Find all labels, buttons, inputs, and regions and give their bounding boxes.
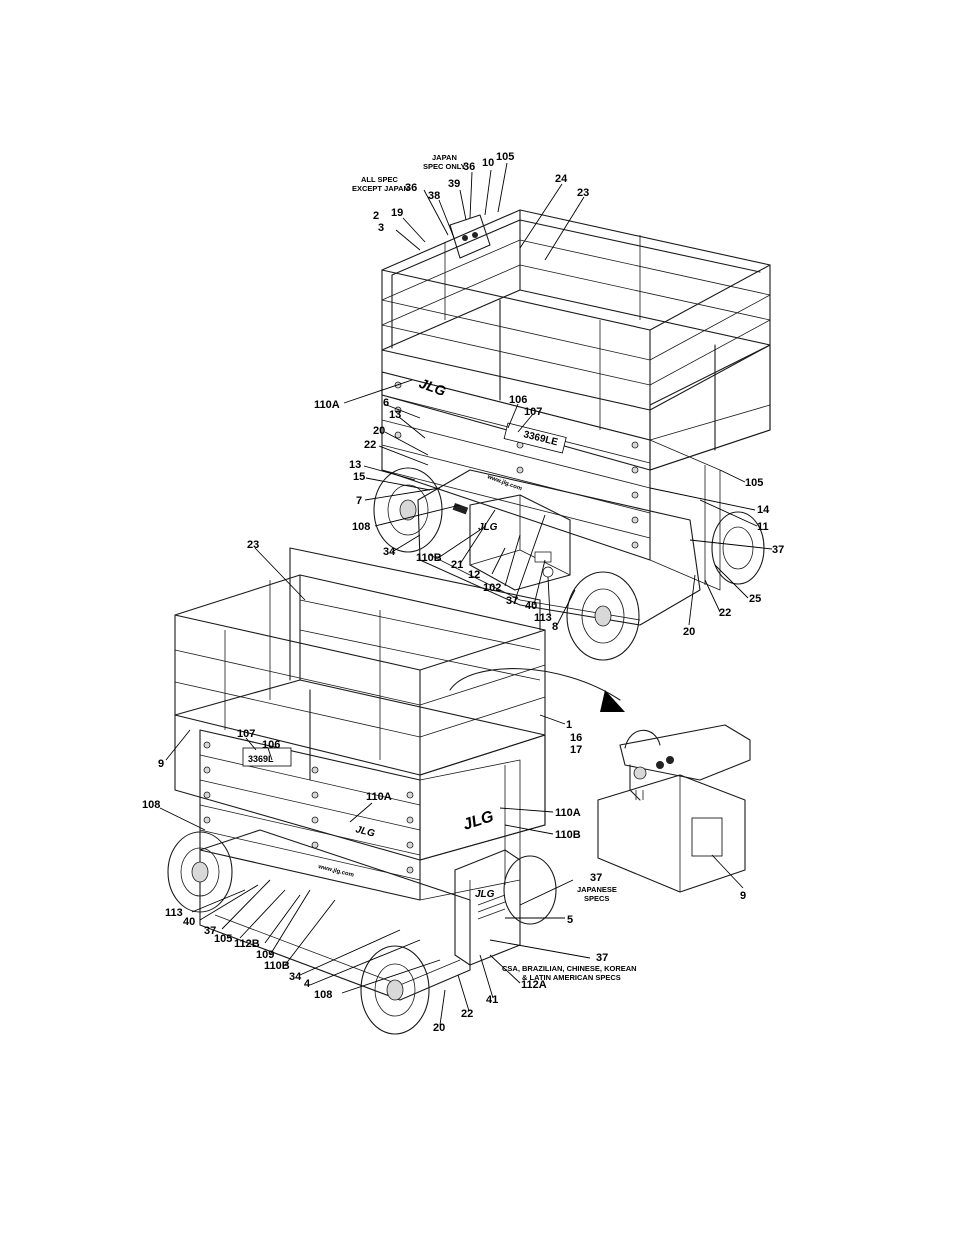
callout: 6 xyxy=(383,397,389,409)
callout: 40 xyxy=(525,600,537,612)
callout: 105 xyxy=(496,151,514,163)
callout: 37 xyxy=(590,872,602,884)
note-regional-specs-line2: & LATIN AMERICAN SPECS xyxy=(522,973,621,982)
callout: 13 xyxy=(389,409,401,421)
callout: 108 xyxy=(352,521,370,533)
web-decal-bottom: www.jlg.com xyxy=(317,864,355,879)
callout: 41 xyxy=(486,994,498,1006)
jlg-decal-top: JLG xyxy=(417,375,448,399)
callout: 108 xyxy=(314,989,332,1001)
callout: 106 xyxy=(262,739,280,751)
callout: 36 xyxy=(405,182,417,194)
callout: 2 xyxy=(373,210,379,222)
callout: 39 xyxy=(448,178,460,190)
model-decal-bottom: 3369L xyxy=(248,754,274,764)
callout: 106 xyxy=(509,394,527,406)
callout: 11 xyxy=(757,521,769,533)
callout: 5 xyxy=(567,914,573,926)
note-all-spec-except-japan-line2: EXCEPT JAPAN xyxy=(352,184,409,193)
callout: 34 xyxy=(383,546,396,558)
callout: 4 xyxy=(304,978,311,990)
callout: 102 xyxy=(483,582,501,594)
callout: 107 xyxy=(524,406,542,418)
callout: 110B xyxy=(416,552,442,564)
callout: 12 xyxy=(468,569,480,581)
callout: 9 xyxy=(158,758,164,770)
callout: 21 xyxy=(451,559,463,571)
callout: 20 xyxy=(433,1022,445,1034)
bottom-scissor-lift-illustration: JLG JLG xyxy=(167,547,625,1035)
callout: 13 xyxy=(349,459,361,471)
bottom-leader-lines xyxy=(159,547,744,1026)
callout: 3 xyxy=(378,222,384,234)
callout: 105 xyxy=(214,933,232,945)
callout: 37 xyxy=(772,544,784,556)
note-japanese-specs-line2: SPECS xyxy=(584,894,609,903)
callout: 8 xyxy=(552,621,558,633)
callout: 20 xyxy=(683,626,695,638)
callout: 1 xyxy=(566,719,572,731)
callout: 25 xyxy=(749,593,761,605)
top-leader-lines xyxy=(343,162,773,626)
callout: 37 xyxy=(506,595,518,607)
callout: 19 xyxy=(391,207,403,219)
callout: 113 xyxy=(165,907,183,919)
callout: 110A xyxy=(555,807,581,819)
callout: 109 xyxy=(256,949,274,961)
callout: 38 xyxy=(428,190,440,202)
platform-control-box-inset xyxy=(597,724,751,893)
note-all-spec-except-japan-line1: ALL SPEC xyxy=(361,175,399,184)
callout: 17 xyxy=(570,744,582,756)
callout: 24 xyxy=(555,173,568,185)
callout: 37 xyxy=(596,952,608,964)
callout: 110B xyxy=(555,829,581,841)
callout: 10 xyxy=(482,157,494,169)
callout: 112B xyxy=(234,938,260,950)
jlg-decal-box: JLG xyxy=(478,522,498,533)
callout: 23 xyxy=(577,187,589,199)
callout: 110A xyxy=(366,791,392,803)
web-decal-top: www.jlg.com xyxy=(485,474,522,492)
note-japanese-specs-line1: JAPANESE xyxy=(577,885,617,894)
callout: 108 xyxy=(142,799,160,811)
callout: 20 xyxy=(373,425,385,437)
jlg-decal-scissor: JLG xyxy=(354,824,376,839)
note-japan-spec-only-line1: JAPAN xyxy=(432,153,457,162)
callout: 105 xyxy=(745,477,763,489)
callout: 22 xyxy=(364,439,376,451)
callout: 7 xyxy=(356,495,362,507)
bottom-callouts: 23 1 16 17 107 106 9 110A 108 110A 110B … xyxy=(142,539,746,1034)
callout: 113 xyxy=(534,612,552,624)
callout: 22 xyxy=(461,1008,473,1020)
callout: 110A xyxy=(314,399,340,411)
callout: 37 xyxy=(204,925,216,937)
callout: 36 xyxy=(463,161,475,173)
callout: 16 xyxy=(570,732,582,744)
callout: 40 xyxy=(183,916,195,928)
callout: 15 xyxy=(353,471,365,483)
note-regional-specs-line1: CSA, BRAZILIAN, CHINESE, KOREAN xyxy=(502,964,637,973)
callout: 23 xyxy=(247,539,259,551)
note-japan-spec-only-line2: SPEC ONLY xyxy=(423,162,466,171)
callout: 14 xyxy=(757,504,770,516)
callout: 110B xyxy=(264,960,290,972)
jlg-decal-platform: JLG xyxy=(461,808,496,834)
callout: 112A xyxy=(521,979,547,991)
top-callouts: JAPAN SPEC ONLY ALL SPEC EXCEPT JAPAN 36… xyxy=(314,151,784,638)
callout: 9 xyxy=(740,890,746,902)
callout: 34 xyxy=(289,971,302,983)
jlg-decal-engine: JLG xyxy=(475,889,495,900)
callout: 22 xyxy=(719,607,731,619)
callout: 107 xyxy=(237,728,255,740)
